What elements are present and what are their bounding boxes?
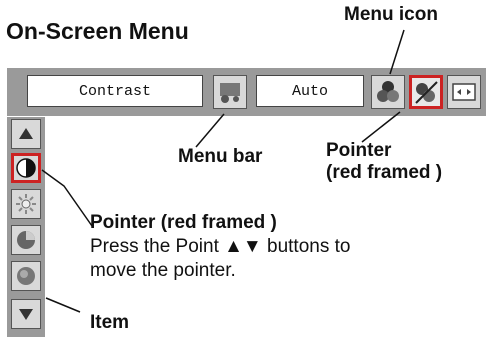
item-sidebar: [7, 117, 45, 337]
menu-bar-callout: Menu bar: [178, 146, 263, 167]
pointer-callout-line2: (red framed ): [326, 162, 443, 183]
color-icon[interactable]: [11, 225, 41, 255]
pointer-side-callout: Pointer (red framed ): [90, 212, 277, 233]
brightness-icon[interactable]: [11, 189, 41, 219]
page-title: On-Screen Menu: [6, 18, 189, 44]
item-callout: Item: [90, 312, 130, 333]
menu-bar: Contrast Auto: [7, 68, 486, 116]
contrast-settings-icon[interactable]: [213, 75, 247, 109]
tint-icon[interactable]: [11, 261, 41, 291]
contrast-icon[interactable]: [11, 153, 41, 183]
pointer-desc-line2: move the pointer.: [90, 260, 236, 281]
pointer-selected-icon[interactable]: [409, 75, 443, 109]
menu-icon-callout: Menu icon: [344, 4, 438, 25]
pointer-desc-line1: Press the Point ▲▼ buttons to: [90, 236, 351, 257]
screen-size-icon[interactable]: [447, 75, 481, 109]
auto-field[interactable]: Auto: [256, 75, 364, 107]
contrast-field[interactable]: Contrast: [27, 75, 203, 107]
color-adjust-icon[interactable]: [371, 75, 405, 109]
pointer-callout-line1: Pointer: [326, 140, 392, 161]
down-arrow-icon[interactable]: [11, 299, 41, 329]
up-arrow-icon[interactable]: [11, 119, 41, 149]
